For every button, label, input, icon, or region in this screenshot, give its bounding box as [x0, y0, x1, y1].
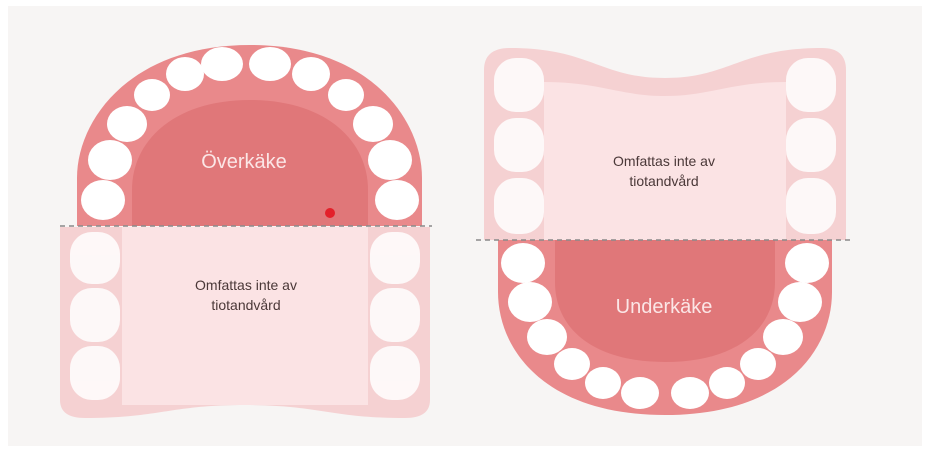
lower-jaw-label: Underkäke [616, 296, 713, 318]
location-marker [325, 208, 335, 218]
upper-jaw-label: Överkäke [201, 151, 287, 173]
lower-not-covered-line2: tiotandvård [629, 173, 698, 189]
left-faded-palate [122, 227, 368, 405]
upper-jaw-diagram: Överkäke Omfattas inte av tiotandvård [60, 45, 432, 418]
lower-jaw-diagram: Underkäke Omfattas inte av tiotandvård [476, 48, 854, 415]
lower-not-covered-line1: Omfattas inte av [613, 153, 715, 169]
upper-not-covered-line1: Omfattas inte av [195, 277, 297, 293]
upper-not-covered-line2: tiotandvård [211, 297, 280, 313]
